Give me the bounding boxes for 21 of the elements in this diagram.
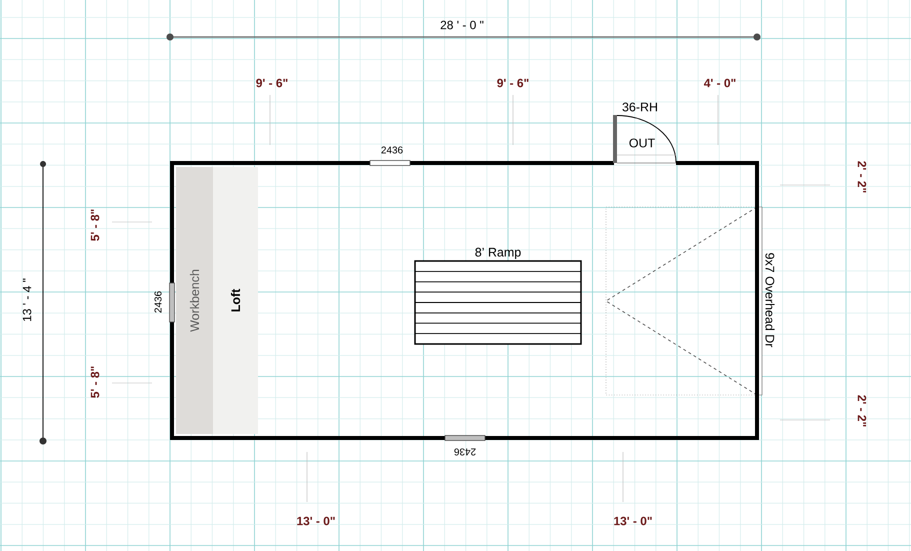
plan-label: 36-RH — [622, 102, 657, 112]
dimension-text: 5' - 8" — [90, 210, 100, 241]
dimension-text: 5' - 8" — [90, 366, 100, 398]
plan-label: OUT — [629, 138, 655, 148]
loft-band: Loft — [213, 167, 258, 434]
ramp-box: 8’ Ramp — [414, 248, 582, 345]
dimension-text: 9' - 6" — [497, 78, 528, 88]
workbench-band: Workbench — [176, 167, 213, 434]
window-label: 2436 — [454, 448, 476, 456]
node-label: 8’ Ramp — [475, 248, 521, 260]
dimension-text: 9' - 6" — [256, 78, 288, 88]
dimension-text: 13 ' - 4 " — [22, 278, 32, 321]
plan-label: 9x7 Overhead Dr — [765, 253, 775, 348]
dimension-text: 13' - 0" — [297, 516, 335, 526]
dimension-text: 28 ' - 0 " — [440, 20, 484, 30]
dimension-text: 2' - 2" — [858, 161, 866, 192]
window-label: 2436 — [381, 146, 403, 154]
dimension-text: 2' - 2" — [858, 395, 866, 426]
window-label: 2436 — [154, 291, 162, 313]
dimension-text: 13' - 0" — [614, 516, 652, 526]
dimension-text: 4' - 0" — [704, 78, 736, 88]
